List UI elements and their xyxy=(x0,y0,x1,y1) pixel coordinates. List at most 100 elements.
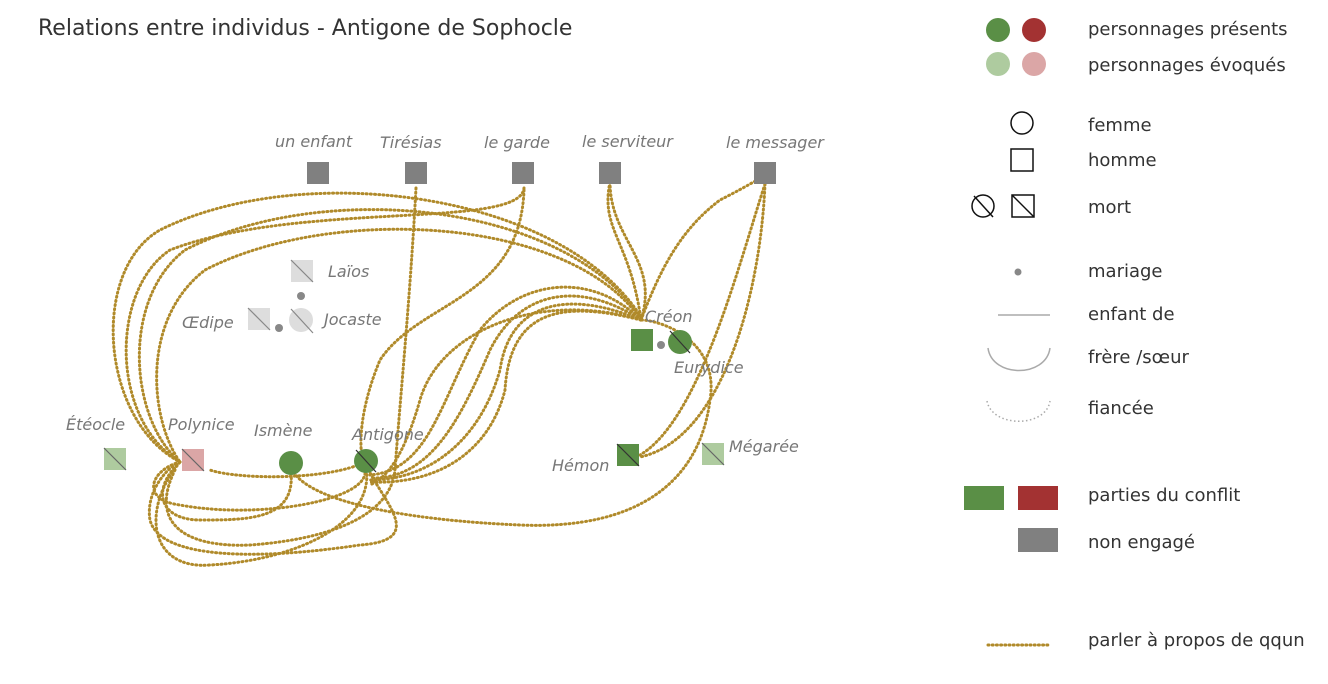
homme-square xyxy=(512,162,534,184)
mariage-dot xyxy=(657,341,665,349)
talk-line xyxy=(164,186,418,547)
character-label: un enfant xyxy=(275,132,353,151)
legend-femme-label: femme xyxy=(1088,115,1152,136)
legend-present-green-swatch xyxy=(986,18,1010,42)
talk-line xyxy=(639,174,768,322)
node-hemon: Hémon xyxy=(552,443,640,475)
dead-slash xyxy=(669,330,691,354)
homme-square xyxy=(307,162,329,184)
character-label: Étéocle xyxy=(66,415,125,434)
legend-frere-soeur-icon xyxy=(987,347,1051,372)
dead-slash xyxy=(290,308,314,334)
node-ismene: Ismène xyxy=(254,421,313,475)
homme-square xyxy=(405,162,427,184)
diagram-title: Relations entre individus - Antigone de … xyxy=(38,16,573,41)
legend-frere-soeur-label: frère /sœur xyxy=(1088,347,1189,368)
character-label: Œdipe xyxy=(182,313,234,332)
legend-homme-icon xyxy=(1010,148,1034,172)
talk-line xyxy=(152,460,367,512)
character-label: Ismène xyxy=(254,421,313,440)
legend-homme-label: homme xyxy=(1088,150,1157,171)
node-serviteur: le serviteur xyxy=(582,132,674,184)
talk-line xyxy=(368,294,643,480)
node-jocaste: Jocaste xyxy=(289,308,382,334)
talk-line xyxy=(638,182,767,459)
talk-line xyxy=(161,460,293,522)
dead-slash xyxy=(1011,194,1035,218)
talk-line xyxy=(606,180,643,322)
homme-square xyxy=(631,329,653,351)
node-polynice: Polynice xyxy=(168,415,235,472)
node-antigone: Antigone xyxy=(351,425,424,473)
talk-line xyxy=(368,302,643,482)
node-garde: le garde xyxy=(484,133,550,184)
talk-line xyxy=(359,188,526,467)
character-label: le garde xyxy=(484,133,550,152)
node-eurydice: Eurydice xyxy=(668,330,744,377)
node-creon: Créon xyxy=(631,307,693,351)
legend-femme-icon xyxy=(1010,111,1034,135)
legend-presents-label: personnages présents xyxy=(1088,19,1288,40)
homme-square xyxy=(599,162,621,184)
node-oedipe: Œdipe xyxy=(182,307,271,332)
character-label: Mégarée xyxy=(729,437,799,456)
talk-line xyxy=(155,227,643,464)
talk-line xyxy=(368,308,643,487)
legend-mort-femme-icon xyxy=(971,194,995,218)
dead-slash xyxy=(103,447,127,471)
dead-slash xyxy=(616,443,640,467)
character-label: Hémon xyxy=(552,456,609,475)
dead-slash xyxy=(701,442,725,466)
legend-present-red-swatch xyxy=(1022,18,1046,42)
talk-line xyxy=(147,460,398,556)
legend-conflit-red-swatch xyxy=(1018,486,1058,510)
legend-enfant-de-label: enfant de xyxy=(1088,304,1175,325)
talk-line xyxy=(368,309,643,484)
character-label: Jocaste xyxy=(321,310,382,329)
node-enfant: un enfant xyxy=(275,132,353,184)
legend-mort-label: mort xyxy=(1088,197,1131,218)
legend-evoked-red-swatch xyxy=(1022,52,1046,76)
talk-line xyxy=(608,180,647,322)
character-label: Polynice xyxy=(168,415,235,434)
talk-connections xyxy=(111,174,768,567)
dead-slash xyxy=(355,449,377,473)
talk-line xyxy=(124,186,526,464)
family-lines xyxy=(640,340,642,345)
legend-fiancee-label: fiancée xyxy=(1088,398,1154,419)
legend-evoques-label: personnages évoqués xyxy=(1088,55,1286,76)
legend-non-engage-label: non engagé xyxy=(1088,532,1195,553)
legend-conflit-label: parties du conflit xyxy=(1088,485,1240,506)
homme-square xyxy=(754,162,776,184)
talk-line xyxy=(137,208,643,464)
legend: personnages présents personnages évoqués… xyxy=(964,18,1305,651)
character-label: le serviteur xyxy=(582,132,674,151)
character-label: Eurydice xyxy=(674,358,744,377)
legend-evoked-green-swatch xyxy=(986,52,1010,76)
character-label: Créon xyxy=(645,307,693,326)
character-label: le messager xyxy=(726,133,825,152)
node-megaree: Mégarée xyxy=(701,437,799,466)
node-eteocle: Étéocle xyxy=(66,415,127,471)
node-messager: le messager xyxy=(726,133,825,184)
node-tiresias: Tirésias xyxy=(380,133,442,184)
legend-non-engage-swatch xyxy=(1018,528,1058,552)
talk-line xyxy=(288,318,713,527)
legend-conflit-green-swatch xyxy=(964,486,1004,510)
mariage-dot xyxy=(275,324,283,332)
dead-slash xyxy=(181,448,205,472)
dead-slash xyxy=(247,307,271,331)
character-label: Laïos xyxy=(328,262,369,281)
talk-line xyxy=(154,460,369,567)
legend-mort-homme-icon xyxy=(1011,194,1035,218)
femme-circle xyxy=(279,451,303,475)
legend-fiancee-icon xyxy=(986,400,1051,422)
legend-mariage-icon xyxy=(1014,268,1022,276)
talk-line xyxy=(208,460,367,479)
talk-line xyxy=(111,191,643,464)
node-laios: Laïos xyxy=(290,259,369,283)
dead-slash xyxy=(973,195,994,218)
legend-parler-label: parler à propos de qqun xyxy=(1088,630,1305,651)
talk-line xyxy=(638,182,767,457)
